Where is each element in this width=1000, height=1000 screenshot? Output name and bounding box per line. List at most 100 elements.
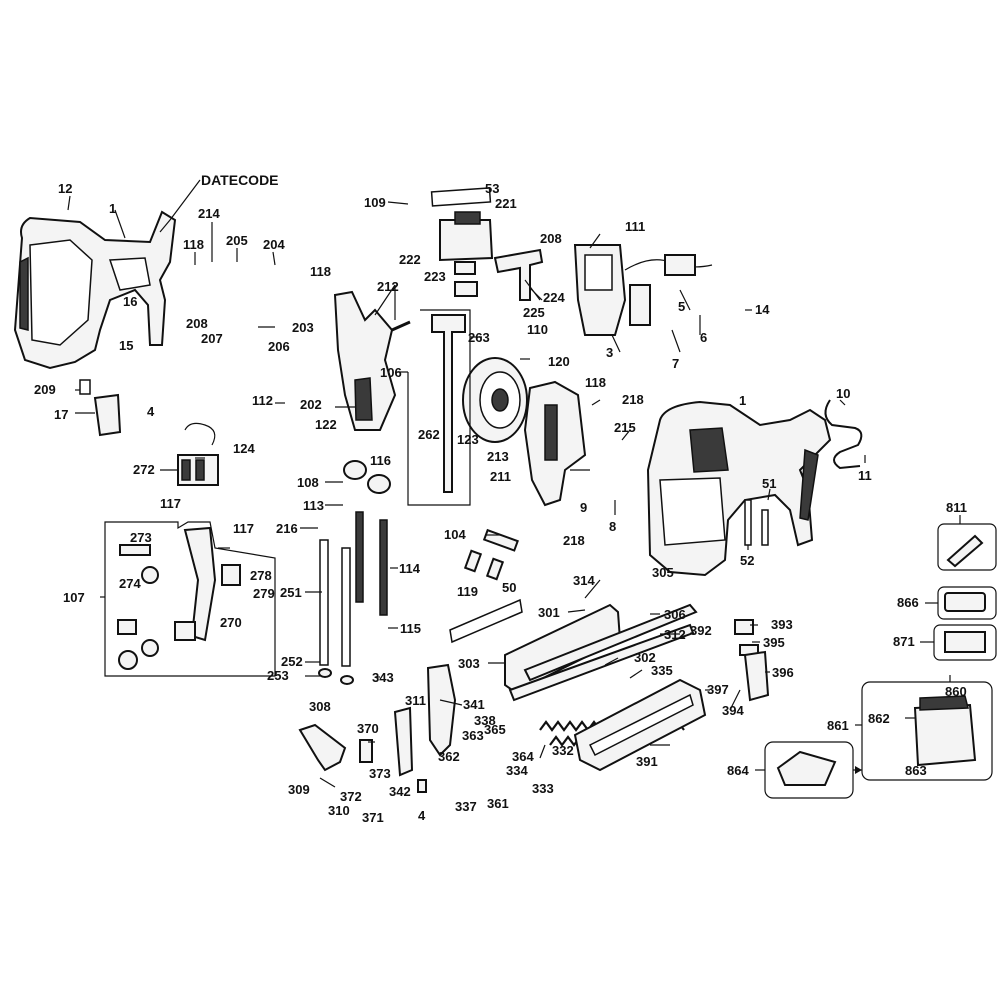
leader-lines xyxy=(67,179,961,788)
grease-811-part xyxy=(937,523,997,571)
part-label: 308 xyxy=(309,699,331,714)
magazine-channel-part xyxy=(573,678,707,772)
part-label: 52 xyxy=(740,553,754,568)
part-label: 364 xyxy=(512,749,534,764)
part-label: 860 xyxy=(945,684,967,699)
part-label: 212 xyxy=(377,279,399,294)
part-label: 204 xyxy=(263,237,285,252)
part-label: 4 xyxy=(147,404,155,419)
part-label: 6 xyxy=(700,330,707,345)
part-label: 371 xyxy=(362,810,384,825)
part-label: 338 xyxy=(474,713,496,728)
part-label: 16 xyxy=(123,294,137,309)
battery-866-part xyxy=(937,586,997,620)
part-label: 109 xyxy=(364,195,386,210)
part-label: 15 xyxy=(119,338,133,353)
part-label: 864 xyxy=(727,763,749,778)
part-label: 224 xyxy=(543,290,565,305)
cylinder-assembly-part xyxy=(333,290,411,431)
part-label: 12 xyxy=(58,181,72,196)
part-label: 118 xyxy=(585,375,606,390)
part-label: 365 xyxy=(484,722,506,737)
part-label: 119 xyxy=(457,584,478,599)
part-label: 303 xyxy=(458,656,480,671)
part-label: 811 xyxy=(946,500,967,515)
part-label: 50 xyxy=(502,580,516,595)
part-label: 118 xyxy=(310,264,331,279)
part-label: 1 xyxy=(739,393,746,408)
part-label: 305 xyxy=(652,565,674,580)
part-label: 397 xyxy=(707,682,729,697)
part-label: 270 xyxy=(220,615,242,630)
part-label: 301 xyxy=(538,605,560,620)
part-label: 4 xyxy=(418,808,426,823)
part-label: 309 xyxy=(288,782,310,797)
part-label: 111 xyxy=(625,219,645,234)
part-label: 205 xyxy=(226,233,248,248)
part-label: 216 xyxy=(276,521,298,536)
part-label: 106 xyxy=(380,365,402,380)
part-label: 372 xyxy=(340,789,362,804)
part-label: 112 xyxy=(252,393,273,408)
part-label: 251 xyxy=(280,585,302,600)
guide-rods-part xyxy=(318,460,391,685)
part-label: 202 xyxy=(300,397,322,412)
latch-parts-part xyxy=(734,619,770,702)
part-label: 209 xyxy=(34,382,56,397)
bracket-224-part xyxy=(493,248,544,301)
part-label: 8 xyxy=(609,519,616,534)
part-label: 11 xyxy=(858,468,872,483)
group-outlines xyxy=(195,309,471,506)
part-label: 116 xyxy=(370,453,391,468)
part-label: 311 xyxy=(405,693,426,708)
part-label: 108 xyxy=(297,475,319,490)
part-label: 208 xyxy=(186,316,208,331)
part-label: 107 xyxy=(63,590,85,605)
part-label: 396 xyxy=(772,665,794,680)
part-label: 5 xyxy=(678,299,685,314)
nose-pieces-part xyxy=(298,663,457,793)
part-label: 253 xyxy=(267,668,289,683)
trigger-assembly-part xyxy=(117,526,241,670)
wire-harness-part xyxy=(177,422,219,486)
charger-871-part xyxy=(933,624,997,661)
part-label: 393 xyxy=(771,617,793,632)
part-label: 211 xyxy=(490,469,511,484)
part-label: 272 xyxy=(133,462,155,477)
part-label: 862 xyxy=(868,711,890,726)
part-label: 206 xyxy=(268,339,290,354)
part-label: 215 xyxy=(614,420,636,435)
part-label: 14 xyxy=(755,302,770,317)
part-label: 114 xyxy=(399,561,421,576)
part-label: 314 xyxy=(573,573,595,588)
part-label: 207 xyxy=(201,331,223,346)
part-label: 53 xyxy=(485,181,499,196)
part-label: 363 xyxy=(462,728,484,743)
part-label: 302 xyxy=(634,650,656,665)
cover-17-part xyxy=(93,393,122,437)
part-label: 1 xyxy=(109,201,116,216)
part-label: 312 xyxy=(664,627,686,642)
part-label: 343 xyxy=(372,670,394,685)
part-labels: DATECODE 12 1 214 205 204 118 16 15 208 … xyxy=(34,172,967,825)
kit-case-frame xyxy=(861,681,993,781)
part-label: 17 xyxy=(54,407,68,422)
top-cap-part xyxy=(430,187,494,297)
part-label: 263 xyxy=(468,330,490,345)
trigger-box-frame xyxy=(104,521,276,677)
frame-bracket-part xyxy=(523,380,587,507)
part-label: 863 xyxy=(905,763,927,778)
part-label: 9 xyxy=(580,500,587,515)
part-label: 223 xyxy=(424,269,446,284)
part-label: 115 xyxy=(400,621,421,636)
flywheel-part xyxy=(462,357,528,443)
part-label: 120 xyxy=(548,354,570,369)
part-label: 118 xyxy=(183,237,204,252)
part-label: 335 xyxy=(651,663,673,678)
magazine-rails-part xyxy=(504,603,698,702)
part-label: 203 xyxy=(292,320,314,335)
part-label: 273 xyxy=(130,530,152,545)
part-label: 361 xyxy=(487,796,509,811)
part-label: 394 xyxy=(722,703,744,718)
